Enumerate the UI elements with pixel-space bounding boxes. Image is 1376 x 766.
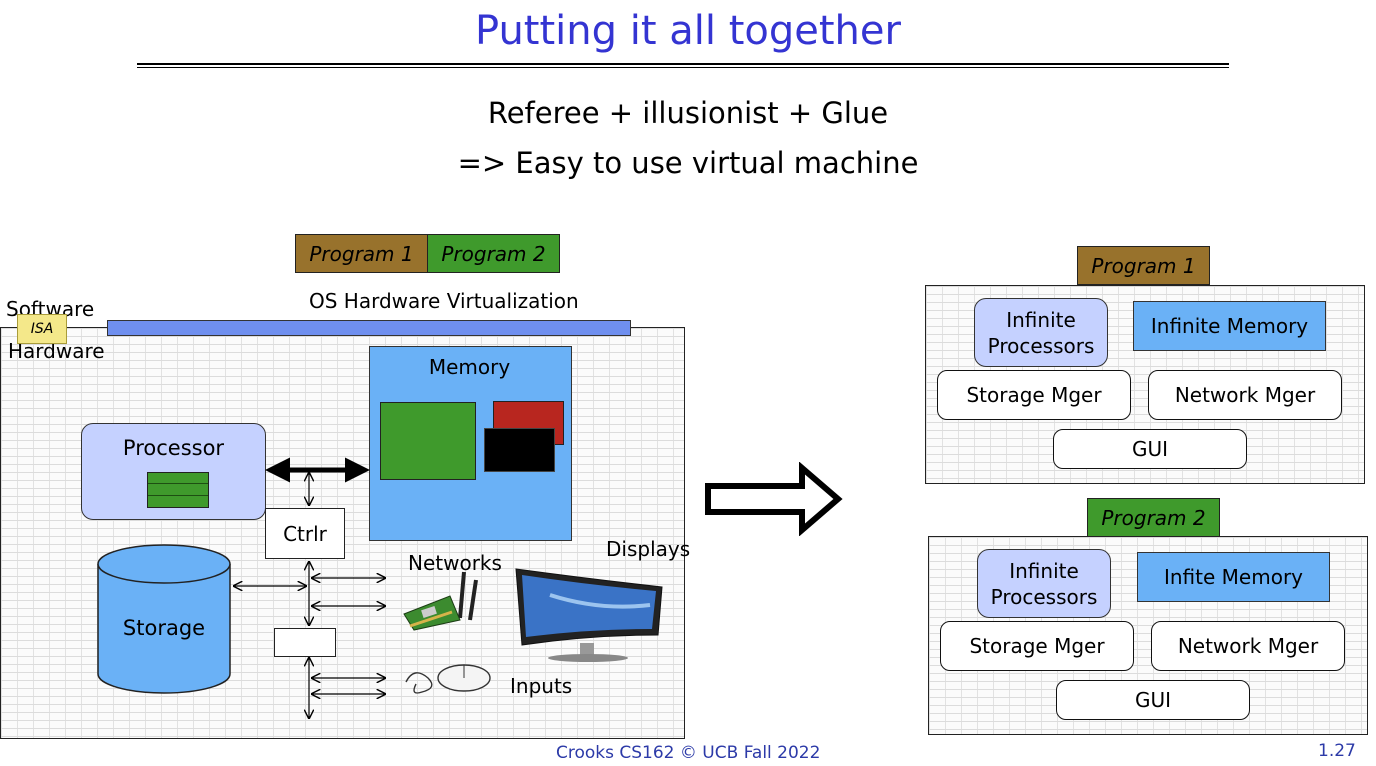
program-2-label: Program 2 bbox=[441, 241, 546, 266]
ctrlr-label: Ctrlr bbox=[283, 521, 327, 546]
vm2-network-box: Network Mger bbox=[1151, 621, 1345, 671]
vm2-gui-box: GUI bbox=[1056, 680, 1250, 720]
mouse-icon bbox=[405, 664, 491, 694]
vm1-memory-label: Infinite Memory bbox=[1150, 314, 1309, 338]
vm1-memory-box: Infinite Memory bbox=[1133, 301, 1326, 351]
virtualization-label: OS Hardware Virtualization bbox=[309, 289, 579, 313]
isa-label: ISA bbox=[30, 321, 54, 337]
vm1-storage-label: Storage Mger bbox=[966, 383, 1102, 407]
footer-credit: Crooks CS162 © UCB Fall 2022 bbox=[556, 743, 821, 763]
vm2-storage-label: Storage Mger bbox=[969, 634, 1105, 658]
vm1-program-label: Program 1 bbox=[1091, 253, 1196, 278]
program-1-box: Program 1 bbox=[295, 234, 428, 273]
vm2-program-label: Program 2 bbox=[1101, 505, 1206, 530]
processor-label: Processor bbox=[122, 436, 225, 460]
isa-badge: ISA bbox=[17, 314, 67, 344]
vm2-network-label: Network Mger bbox=[1177, 634, 1319, 658]
displays-label: Displays bbox=[606, 537, 691, 561]
program-1-label: Program 1 bbox=[309, 241, 414, 266]
title-rule bbox=[137, 63, 1229, 65]
vm2-gui-label: GUI bbox=[1134, 688, 1172, 712]
vm1-processors-label: Infinite Processors bbox=[987, 307, 1095, 358]
subtitle-line-1: Referee + illusionist + Glue bbox=[487, 96, 889, 130]
memory-block-green bbox=[380, 402, 476, 480]
storage-cylinder bbox=[97, 544, 231, 694]
io-controller-box bbox=[274, 628, 336, 657]
virtualization-bar bbox=[107, 320, 631, 336]
slide-title: Putting it all together bbox=[475, 8, 901, 54]
vm2-memory-box: Infite Memory bbox=[1137, 552, 1330, 602]
vm1-gui-box: GUI bbox=[1053, 429, 1247, 469]
program-2-box: Program 2 bbox=[427, 234, 560, 273]
vm2-processors-label: Infinite Processors bbox=[990, 558, 1098, 609]
processor-chip bbox=[147, 472, 209, 508]
transform-arrow-icon bbox=[705, 462, 843, 536]
vm2-program-box: Program 2 bbox=[1087, 498, 1220, 537]
networks-label: Networks bbox=[408, 551, 502, 575]
bus-connectors bbox=[0, 457, 700, 740]
vm2-memory-label: Infite Memory bbox=[1163, 565, 1303, 589]
display-icon bbox=[515, 568, 663, 662]
memory-block-black bbox=[484, 428, 555, 472]
vm1-storage-box: Storage Mger bbox=[937, 370, 1131, 420]
storage-label: Storage bbox=[122, 616, 206, 640]
vm1-program-box: Program 1 bbox=[1077, 246, 1210, 285]
vm2-storage-box: Storage Mger bbox=[940, 621, 1134, 671]
ctrlr-box: Ctrlr bbox=[265, 508, 345, 559]
network-card-icon bbox=[403, 571, 478, 631]
inputs-label: Inputs bbox=[510, 674, 573, 698]
vm1-processors-box: Infinite Processors bbox=[974, 298, 1108, 367]
page-number: 1.27 bbox=[1318, 741, 1356, 761]
vm1-network-box: Network Mger bbox=[1148, 370, 1342, 420]
vm1-network-label: Network Mger bbox=[1174, 383, 1316, 407]
vm1-gui-label: GUI bbox=[1131, 437, 1169, 461]
vm2-processors-box: Infinite Processors bbox=[977, 549, 1111, 618]
subtitle-line-2: => Easy to use virtual machine bbox=[457, 146, 919, 180]
title-rule-thin bbox=[137, 67, 1229, 68]
memory-label: Memory bbox=[428, 355, 511, 379]
